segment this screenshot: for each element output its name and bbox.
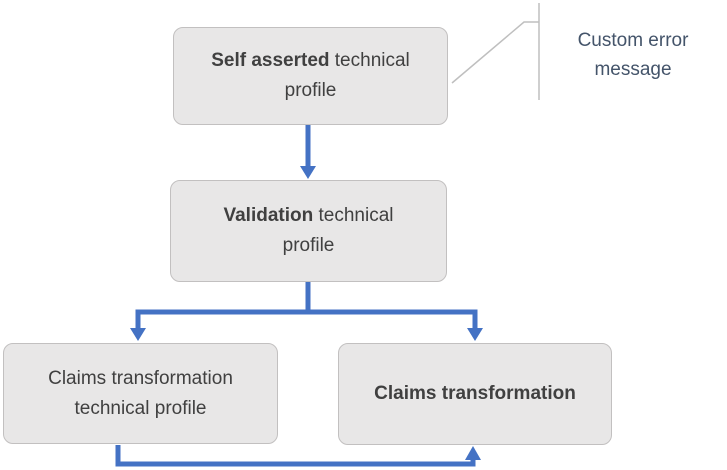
arrow-validation-to-bottom-boxes — [130, 282, 483, 341]
node-label: Claims transformation technical profile — [48, 367, 233, 419]
arrow-self-asserted-to-validation — [300, 125, 316, 179]
arrow-claims-tp-to-claims — [115, 445, 481, 467]
callout-leader-line — [451, 3, 540, 100]
node-label: Self asserted technical profile — [211, 50, 410, 101]
node-self-asserted-technical-profile: Self asserted technical profile — [173, 27, 448, 125]
node-claims-transformation: Claims transformation — [338, 343, 612, 445]
node-label: Claims transformation — [374, 383, 576, 404]
node-label: Validation technical profile — [223, 205, 394, 256]
node-claims-transformation-technical-profile: Claims transformation technical profile — [3, 343, 278, 444]
callout-custom-error-message: Custom error message — [577, 30, 689, 80]
node-validation-technical-profile: Validation technical profile — [170, 180, 447, 282]
